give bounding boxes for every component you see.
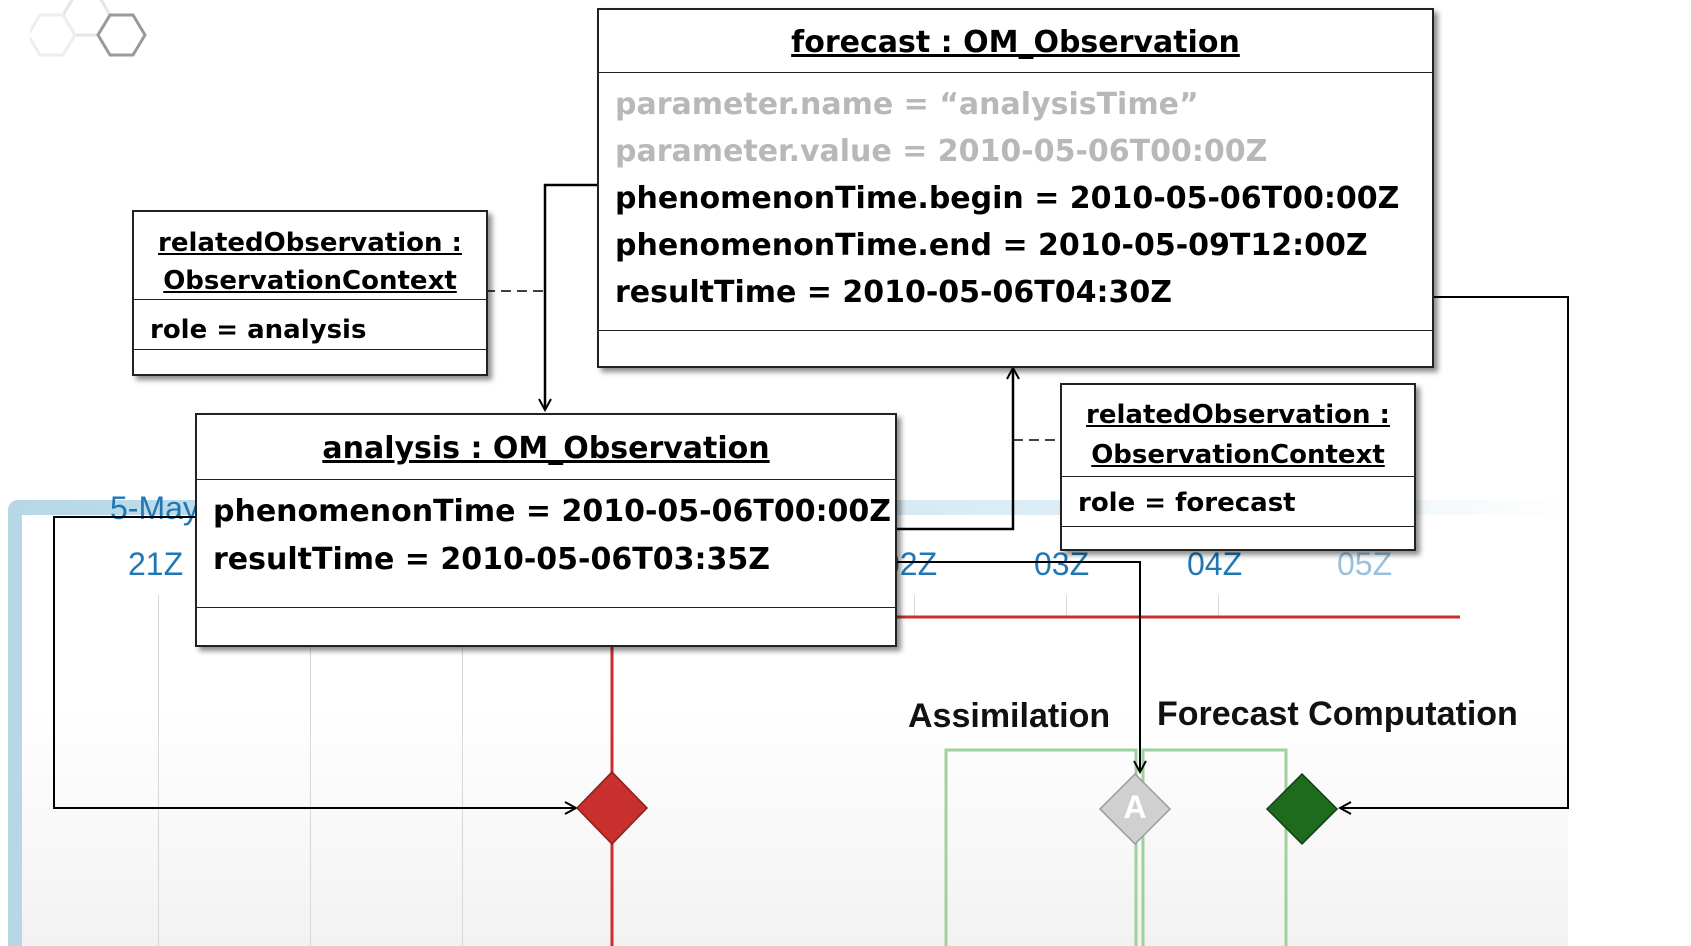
context-forecast-role: role = forecast bbox=[1062, 477, 1414, 527]
attr-parameter-name: parameter.name = “analysisTime” bbox=[615, 87, 1199, 122]
forecast-attributes: parameter.name = “analysisTime” paramete… bbox=[599, 73, 1432, 331]
tick-line bbox=[1066, 595, 1067, 615]
context-analysis-title-1: relatedObservation : bbox=[158, 228, 462, 258]
attr-parameter-value: parameter.value = 2010-05-06T00:00Z bbox=[615, 134, 1268, 169]
phenomenon-time-connector bbox=[53, 516, 576, 808]
tick-line bbox=[158, 595, 159, 946]
tick-line bbox=[462, 595, 463, 946]
hexagon-logo-icon bbox=[30, 0, 147, 57]
context-forecast-title-1: relatedObservation : bbox=[1086, 400, 1390, 430]
attr-phenomenon-time-end: phenomenonTime.end = 2010-05-09T12:00Z bbox=[615, 228, 1368, 263]
attr-result-time: resultTime = 2010-05-06T04:30Z bbox=[615, 275, 1172, 310]
analysis-to-forecast-arrow bbox=[894, 368, 1013, 531]
red-diamond-marker bbox=[575, 770, 649, 846]
green-diamond-marker bbox=[1265, 772, 1339, 846]
attr-phenomenon-time-begin: phenomenonTime.begin = 2010-05-06T00:00Z bbox=[615, 181, 1400, 216]
attr-analysis-result-time: resultTime = 2010-05-06T03:35Z bbox=[213, 542, 770, 577]
analysis-box-title: analysis : OM_Observation bbox=[197, 415, 895, 480]
analysis-observation-box: analysis : OM_Observation phenomenonTime… bbox=[195, 413, 897, 647]
forecast-result-time-connector bbox=[1160, 296, 1569, 808]
tick-label-04z: 04Z bbox=[1187, 546, 1243, 582]
assimilation-phase-box bbox=[944, 748, 1138, 946]
context-forecast-title-2: ObservationContext bbox=[1091, 440, 1385, 470]
gray-diamond-marker bbox=[1098, 772, 1172, 846]
forecast-operations bbox=[599, 331, 1432, 363]
tick-label-21z: 21Z bbox=[128, 546, 184, 582]
analysis-attributes: phenomenonTime = 2010-05-06T00:00Z resul… bbox=[197, 480, 895, 608]
gray-marker-letter: A bbox=[1123, 789, 1147, 825]
context-analysis-title-2: ObservationContext bbox=[163, 266, 457, 296]
tick-label-05z: 05Z bbox=[1337, 546, 1393, 582]
tick-line bbox=[914, 595, 915, 615]
analysis-operations bbox=[197, 608, 895, 642]
forecast-to-analysis-arrow bbox=[545, 183, 597, 410]
context-forecast-box: relatedObservation : ObservationContext … bbox=[1060, 383, 1416, 551]
phase-label-assimilation: Assimilation bbox=[908, 697, 1111, 735]
forecast-observation-box: forecast : OM_Observation parameter.name… bbox=[597, 8, 1434, 368]
date-label: 5-May bbox=[110, 490, 199, 526]
tick-line bbox=[1218, 595, 1219, 615]
context-analysis-role: role = analysis bbox=[134, 300, 486, 350]
forecast-phase-box bbox=[1141, 748, 1288, 946]
context-analysis-box: relatedObservation : ObservationContext … bbox=[132, 210, 488, 376]
tick-line bbox=[310, 595, 311, 946]
phase-label-forecast-computation: Forecast Computation bbox=[1157, 695, 1518, 733]
forecast-box-title: forecast : OM_Observation bbox=[599, 10, 1432, 73]
tick-label-03z: 03Z bbox=[1034, 546, 1090, 582]
attr-analysis-phenomenon-time: phenomenonTime = 2010-05-06T00:00Z bbox=[213, 494, 892, 529]
